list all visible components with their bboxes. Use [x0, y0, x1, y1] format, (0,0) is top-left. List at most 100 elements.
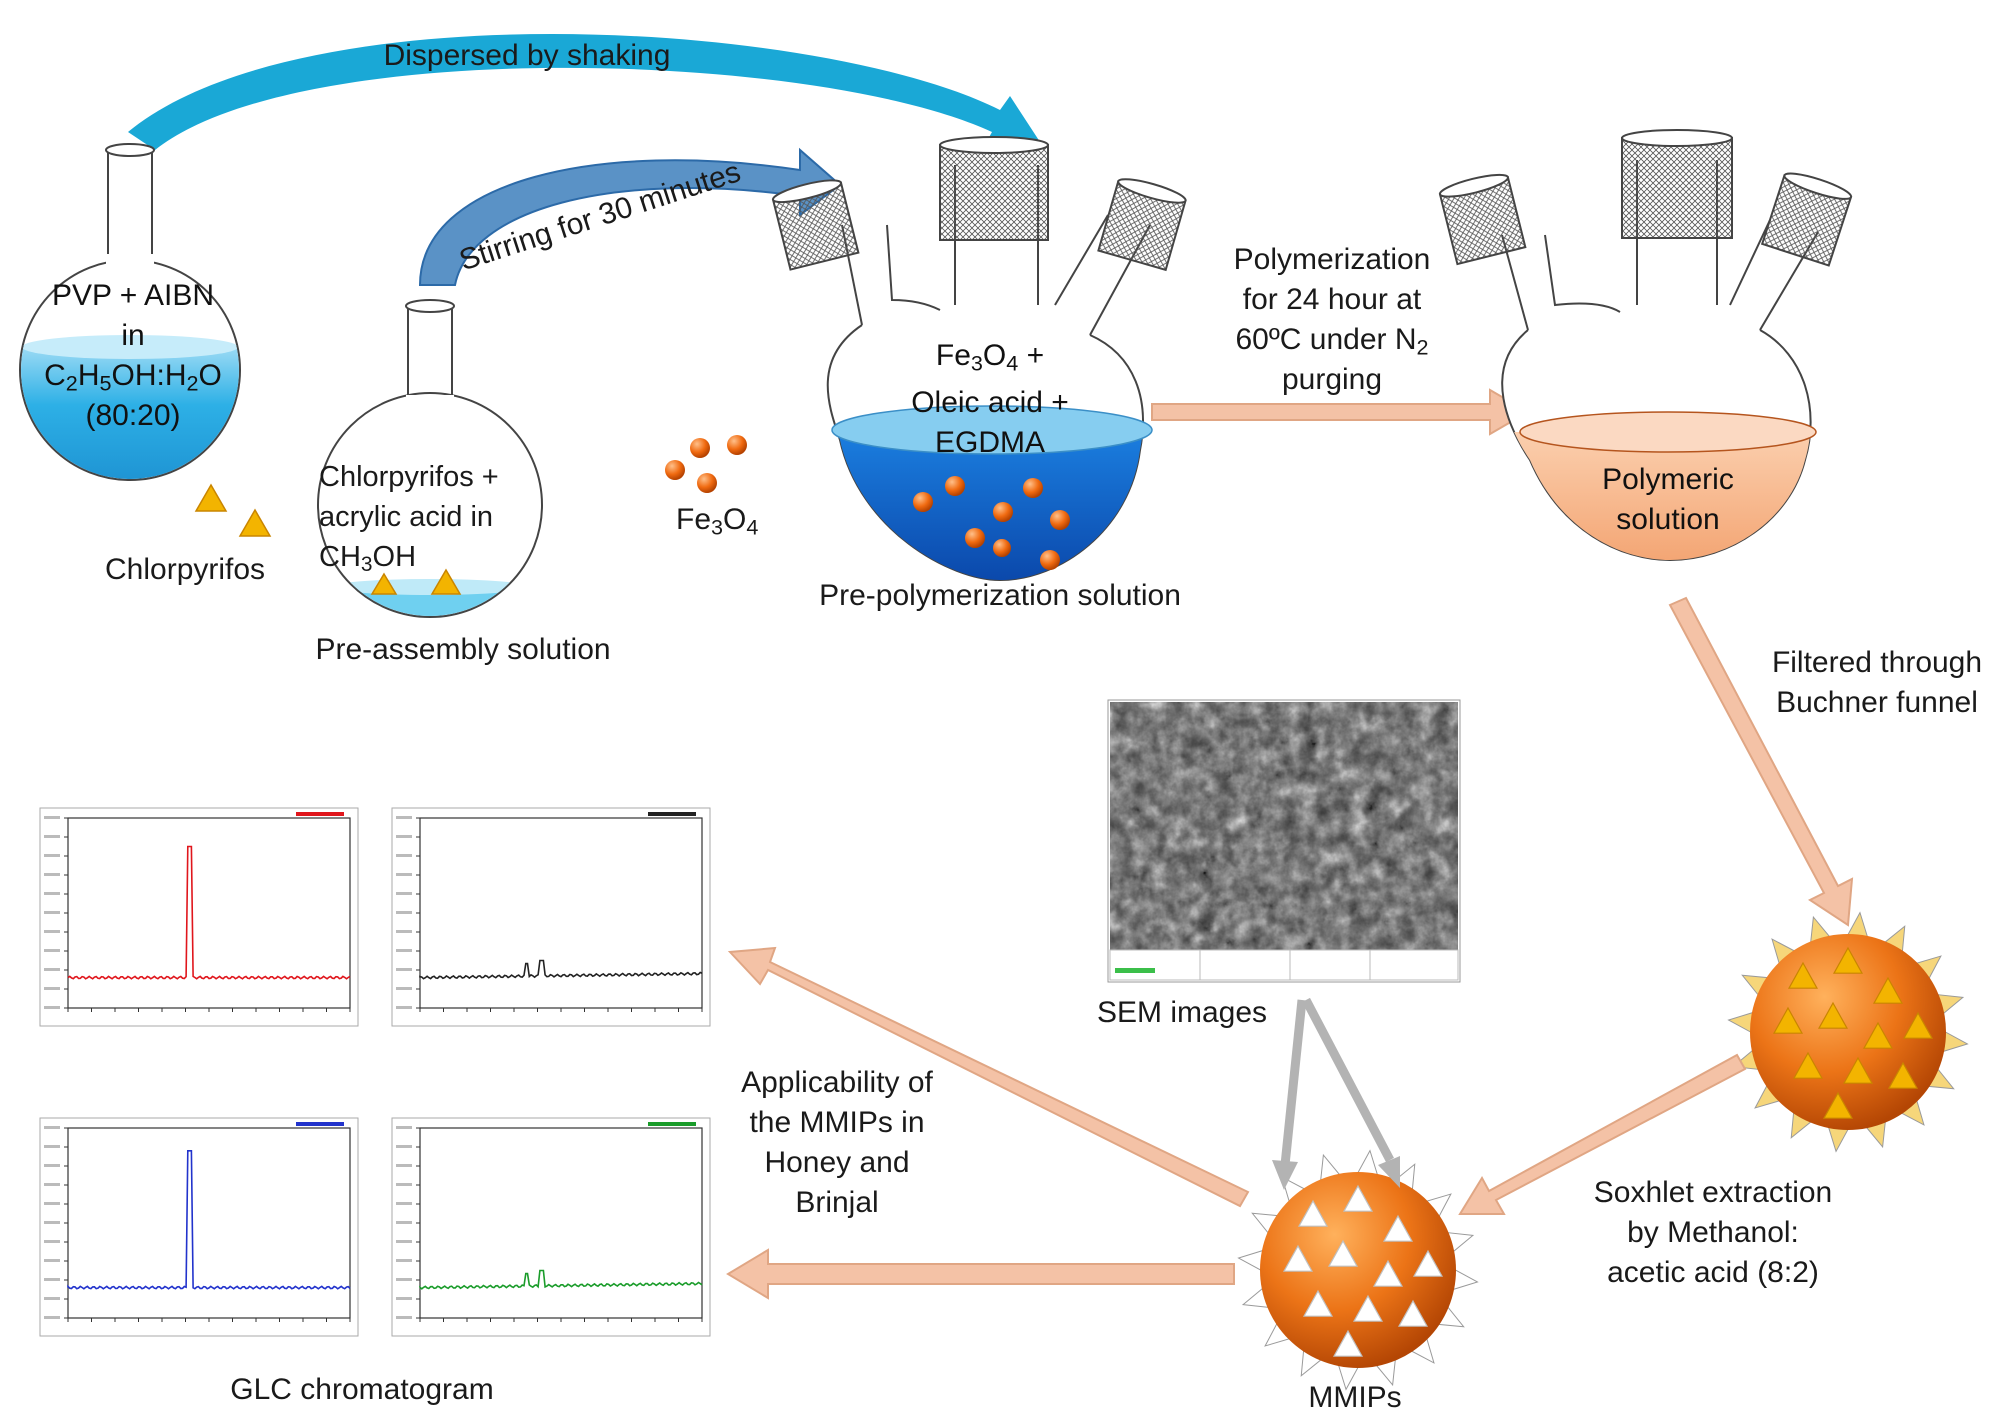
sphere-triangle: [1297, 1199, 1329, 1227]
chromatogram-legend-swatch: [296, 812, 344, 816]
glc-arrow: [726, 1248, 1235, 1300]
chromatogram-tick-label: [44, 1202, 60, 1205]
applicability-arrow: [727, 946, 1250, 1208]
chromatogram-tick-label: [44, 1240, 60, 1243]
chromatogram-frame: [391, 1117, 711, 1337]
chromatogram-tick-label: [396, 892, 412, 895]
chromatogram-panel: [391, 1117, 711, 1337]
sphere-triangle: [1282, 1244, 1314, 1272]
sphere-triangle: [1412, 1249, 1444, 1277]
applicability-line4: Brinjal: [795, 1186, 879, 1219]
applicability-line3: Honey and: [764, 1146, 910, 1179]
mmips-sphere: [1237, 1149, 1479, 1391]
polymerization-line2: for 24 hour at: [1242, 283, 1422, 316]
sphere-triangle: [1787, 961, 1819, 989]
filtered-line1: Filtered through: [1771, 646, 1983, 679]
soxhlet-arrow: [1458, 1053, 1747, 1215]
flask1-line3: C2H5OH:H2O: [44, 359, 222, 396]
template-loaded-sphere: [1727, 911, 1969, 1153]
stirring-arrow: [418, 147, 842, 286]
chromatogram-tick-label: [396, 1221, 412, 1224]
sphere-triangle: [1352, 1294, 1384, 1322]
chromatogram-tick-label: [44, 854, 60, 857]
chromatogram-tick-label: [44, 1259, 60, 1262]
chromatogram-panel: [391, 807, 711, 1027]
flask2-line2: acrylic acid in: [319, 501, 494, 533]
chromatogram-tick-label: [396, 854, 412, 857]
flask1-line4: (80:20): [85, 399, 181, 432]
sphere-triangle: [1372, 1259, 1404, 1287]
chromatogram-tick-label: [396, 911, 412, 914]
filtered-line2: Buchner funnel: [1776, 686, 1978, 719]
chromatogram-tick-label: [44, 873, 60, 876]
chromatogram-tick-label: [44, 1221, 60, 1224]
sphere-triangle: [1832, 946, 1864, 974]
fe3o4-label: Fe3O4: [676, 503, 759, 540]
chromatogram-tick-label: [44, 930, 60, 933]
sphere-triangle: [1327, 1239, 1359, 1267]
flask1-line1: PVP + AIBN: [51, 279, 215, 312]
chromatogram-tick-label: [44, 816, 60, 819]
chromatogram-panel: [39, 807, 359, 1027]
chromatogram-tick-label: [396, 1278, 412, 1281]
sem-micrograph: [1107, 699, 1461, 983]
glc-caption: GLC chromatogram: [230, 1373, 494, 1406]
chromatogram-legend-swatch: [296, 1122, 344, 1126]
soxhlet-line1: Soxhlet extraction: [1593, 1176, 1833, 1209]
chromatogram-tick-label: [396, 949, 412, 952]
filtered-arrow: [1668, 596, 1854, 927]
flask3-line3: EGDMA: [934, 426, 1046, 459]
chlorpyrifos-triangles: [194, 483, 272, 537]
sphere-triangle: [1902, 1011, 1934, 1039]
chromatogram-tick-label: [396, 1259, 412, 1262]
polymerization-line1: Polymerization: [1233, 243, 1431, 276]
flask-three-neck-prepolymer: [771, 136, 1187, 582]
chromatogram-tick-label: [396, 1297, 412, 1300]
chromatogram-tick-label: [396, 1240, 412, 1243]
chromatogram-legend-swatch: [648, 1122, 696, 1126]
flask1-line2: in: [121, 319, 145, 352]
sphere-triangle: [1382, 1214, 1414, 1242]
glc-chromatograms: [39, 807, 711, 1337]
polymerization-line3: 60ºC under N2: [1235, 323, 1429, 360]
flask2-line1: Chlorpyrifos +: [319, 461, 499, 493]
chromatogram-tick-label: [396, 1145, 412, 1148]
flask3-line1: Fe3O4 +: [935, 339, 1045, 376]
chromatogram-legend-swatch: [648, 812, 696, 816]
flask4-line2: solution: [1616, 503, 1720, 536]
chromatogram-tick-label: [44, 949, 60, 952]
chromatogram-trace: [419, 959, 703, 980]
flask2-line3: CH3OH: [319, 541, 417, 577]
soxhlet-line3: acetic acid (8:2): [1607, 1256, 1819, 1289]
applicability-line2: the MMIPs in: [749, 1106, 925, 1139]
sem-arrows: [1272, 997, 1400, 1190]
chromatogram-tick-label: [44, 1164, 60, 1167]
chromatogram-tick-label: [44, 987, 60, 990]
flask4-line1: Polymeric: [1602, 463, 1734, 496]
chromatogram-tick-label: [396, 930, 412, 933]
flask3-line2: Oleic acid +: [911, 386, 1069, 419]
chromatogram-tick-label: [44, 911, 60, 914]
dispersed-label: Dispersed by shaking: [383, 39, 671, 72]
chromatogram-frame: [39, 1117, 359, 1337]
sphere-triangle: [1872, 976, 1904, 1004]
chromatogram-tick-label: [44, 892, 60, 895]
chromatogram-tick-label: [396, 1202, 412, 1205]
flask3-caption: Pre-polymerization solution: [819, 579, 1181, 612]
chlorpyrifos-label: Chlorpyrifos: [105, 553, 266, 586]
sphere-triangle: [1332, 1329, 1364, 1357]
chromatogram-tick-label: [396, 968, 412, 971]
sphere-triangle: [1842, 1056, 1874, 1084]
sphere-triangle: [1772, 1006, 1804, 1034]
sem-caption: SEM images: [1096, 996, 1268, 1029]
chromatogram-tick-label: [44, 1006, 60, 1009]
chromatogram-frame: [391, 807, 711, 1027]
chromatogram-tick-label: [44, 1297, 60, 1300]
flask-chlorpyrifos: [317, 299, 543, 618]
chromatogram-tick-label: [396, 835, 412, 838]
chromatogram-tick-label: [396, 873, 412, 876]
mmips-caption: MMIPs: [1308, 1381, 1402, 1414]
chromatogram-tick-label: [44, 968, 60, 971]
sphere-triangle: [1302, 1289, 1334, 1317]
